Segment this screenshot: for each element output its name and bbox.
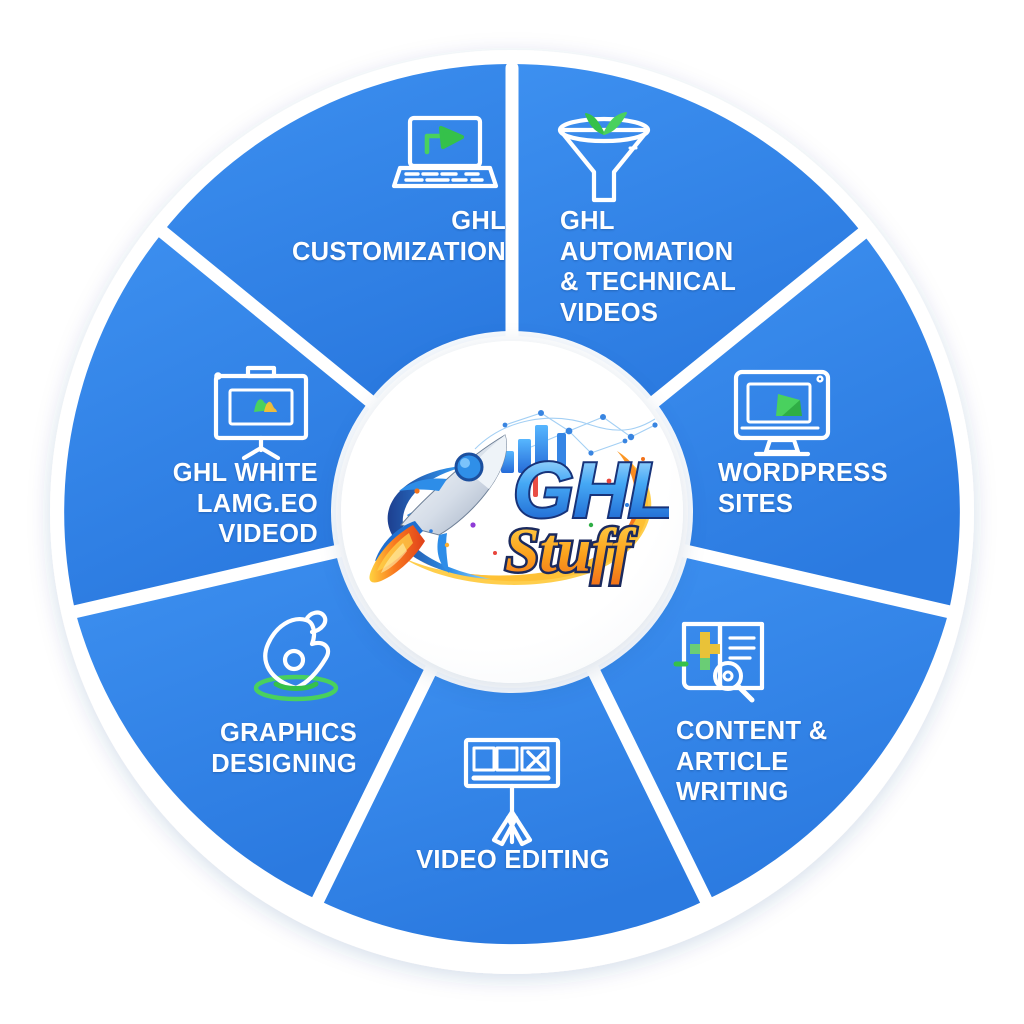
design-pen-icon (253, 610, 339, 702)
presentation-board-icon (213, 365, 309, 461)
rocket-icon (369, 434, 507, 583)
laptop-icon (391, 115, 499, 189)
segment-ghl-automation[interactable] (512, 64, 863, 408)
logo-artwork: GHL Stuff (369, 410, 669, 588)
ghl-stuff-logo: GHL Stuff (341, 341, 683, 683)
svg-text:Stuff: Stuff (505, 517, 637, 585)
segment-ghl-white-label[interactable] (64, 232, 378, 612)
desktop-monitor-icon (733, 369, 831, 457)
video-board-tripod-icon (463, 737, 561, 847)
wheel-dividers (68, 61, 956, 907)
segment-graphics-designing[interactable] (75, 550, 438, 901)
center-hub: GHL Stuff (341, 341, 683, 683)
analytics-motif (474, 410, 658, 497)
logo-stuff-text: Stuff (503, 515, 640, 588)
document-search-icon (673, 621, 765, 703)
segment-content-article-writing[interactable] (586, 550, 949, 901)
confetti-dots (414, 457, 645, 555)
funnel-icon (557, 112, 651, 203)
